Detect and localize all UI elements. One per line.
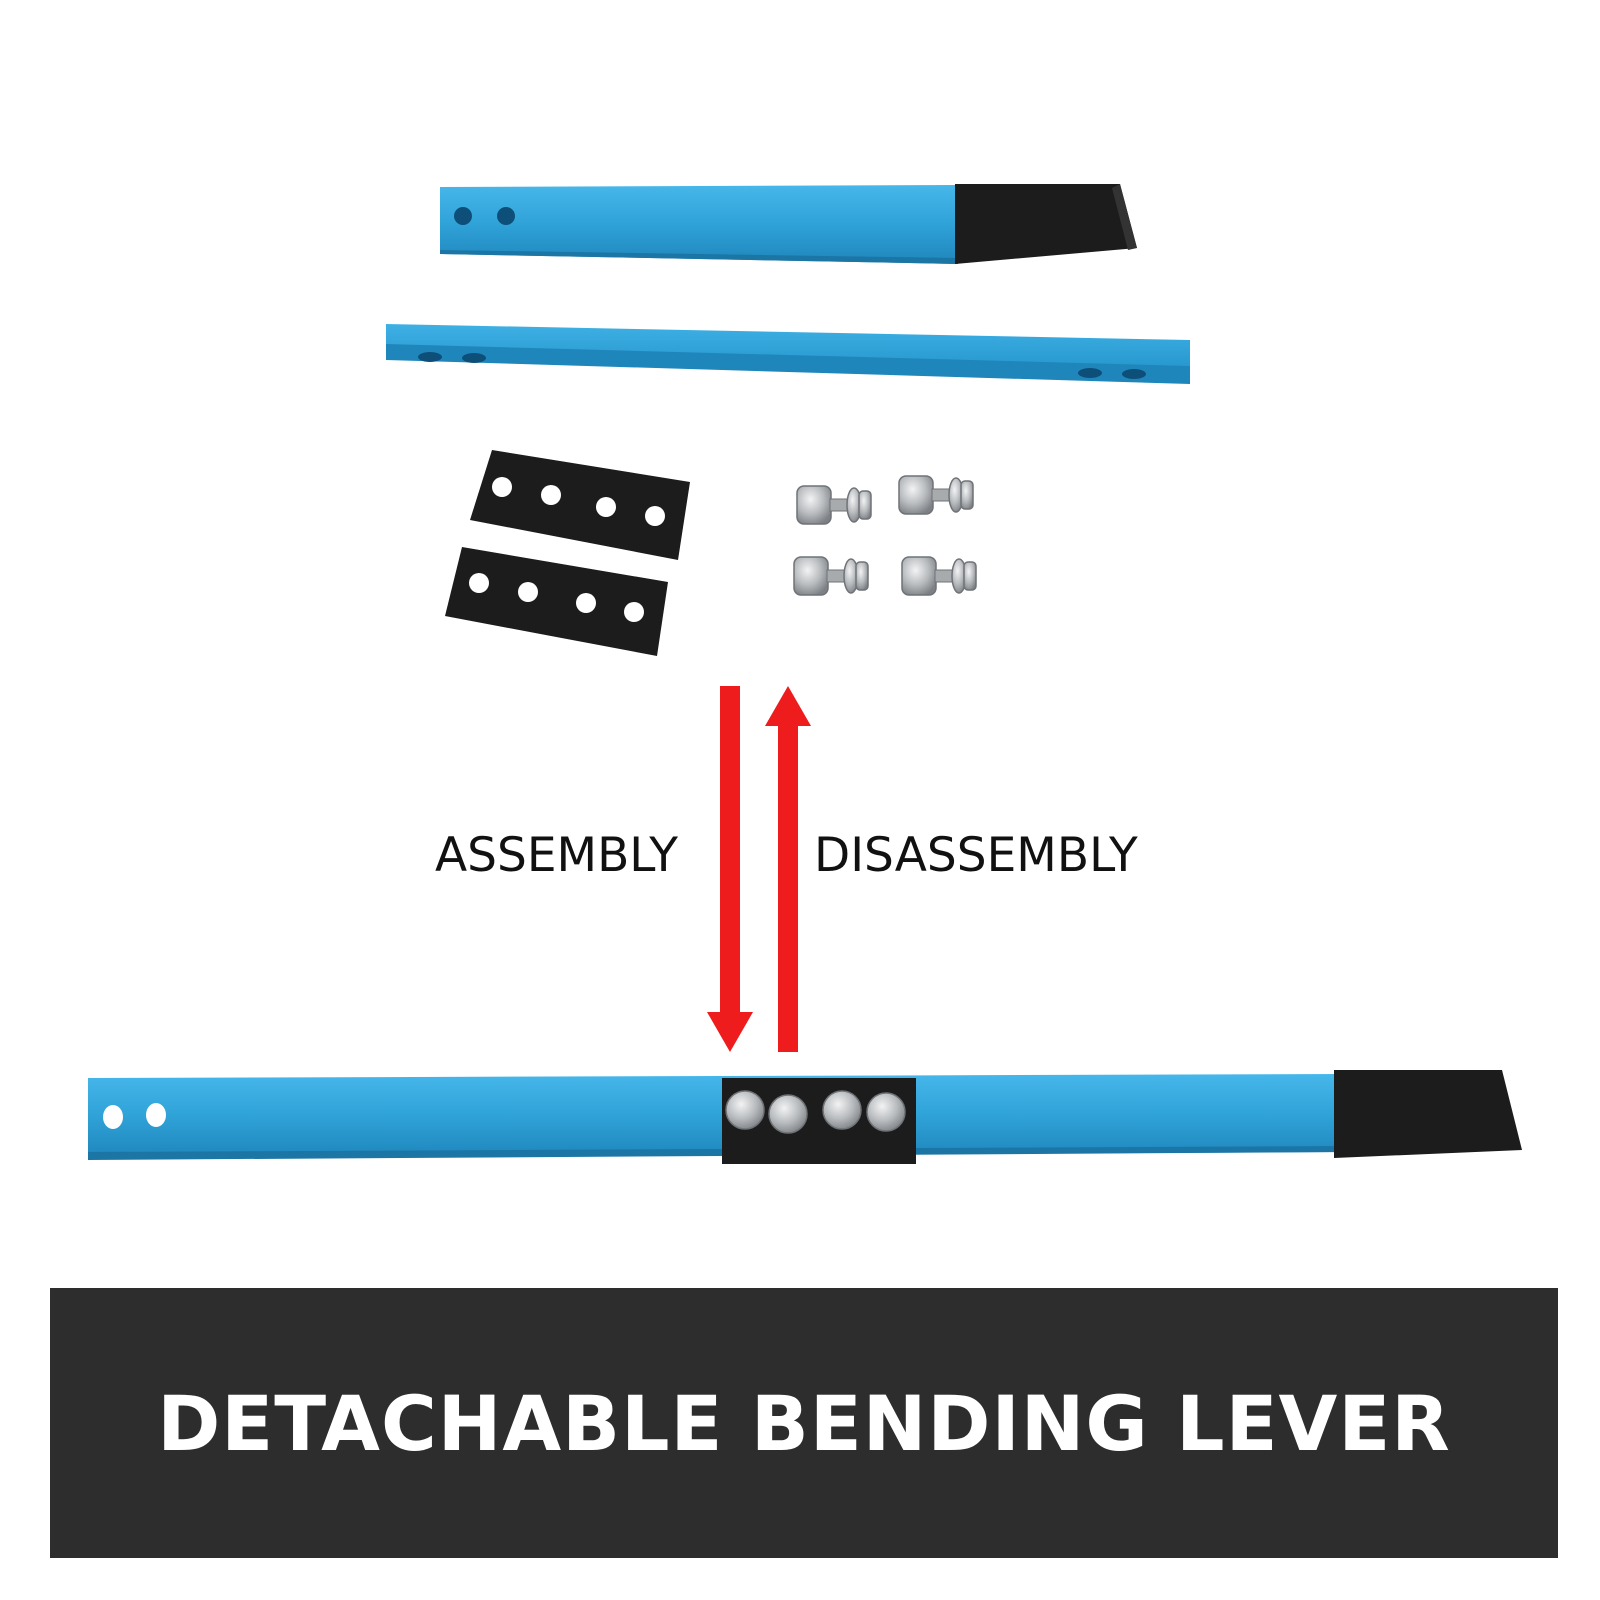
mounting-hole (103, 1105, 123, 1129)
rubber-grip (1334, 1070, 1522, 1158)
banner-title: DETACHABLE BENDING LEVER (157, 1378, 1451, 1468)
title-banner: DETACHABLE BENDING LEVER (50, 1288, 1558, 1558)
disassembly-label: DISASSEMBLY (814, 828, 1138, 883)
assembly-label: ASSEMBLY (435, 828, 678, 883)
mounting-hole (1122, 369, 1146, 379)
connector-plate-top (470, 450, 690, 560)
mounting-hole (497, 207, 515, 225)
short-lever-segment (440, 184, 1137, 264)
mounting-hole (418, 352, 442, 362)
assembled-lever (88, 1070, 1522, 1164)
mounting-hole (462, 353, 486, 363)
bolt-set (793, 556, 869, 596)
arrow-up-icon (765, 686, 811, 1052)
mounting-hole (454, 207, 472, 225)
bolt-set (901, 556, 977, 596)
mounting-hole (146, 1103, 166, 1127)
rubber-grip (955, 184, 1137, 264)
long-lever-segment (386, 324, 1190, 384)
bolt-set (796, 485, 872, 525)
arrow-down-icon (707, 686, 753, 1052)
connector-plate-bottom (445, 547, 668, 656)
bolt-set (898, 475, 974, 515)
mounting-hole (1078, 368, 1102, 378)
